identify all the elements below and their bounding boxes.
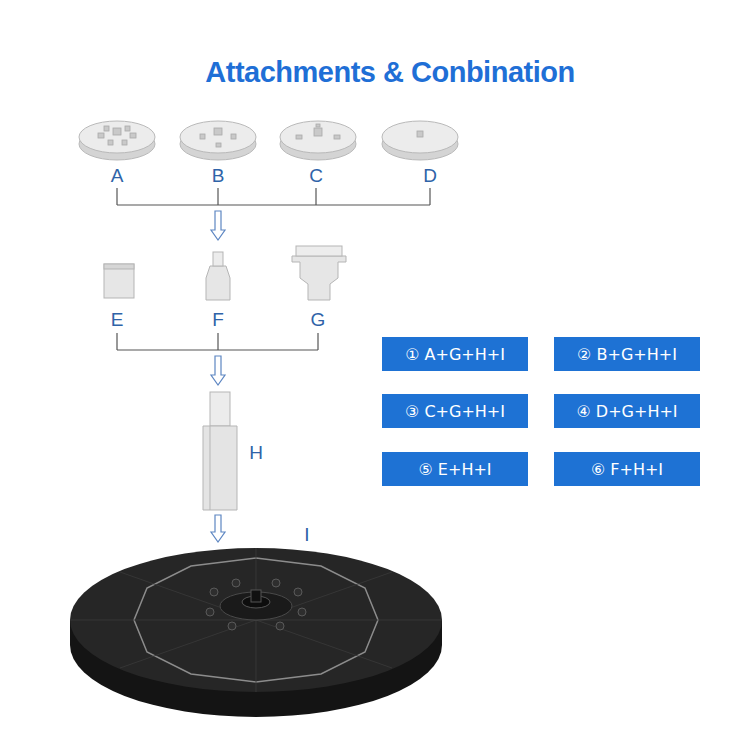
part-letter: F bbox=[212, 309, 224, 331]
hollow-arrow bbox=[211, 356, 225, 385]
part-letter: E bbox=[111, 309, 124, 331]
combination-box: ③ C+G+H+I bbox=[382, 394, 528, 428]
part-letter: A bbox=[111, 165, 124, 187]
combination-text: ② B+G+H+I bbox=[577, 345, 677, 364]
part-letter: G bbox=[311, 309, 326, 331]
nozzle-discs bbox=[79, 121, 458, 160]
combination-text: ⑥ F+H+I bbox=[591, 460, 663, 479]
connector-pieces bbox=[104, 246, 346, 300]
hollow-arrow bbox=[211, 211, 225, 240]
combination-text: ⑤ E+H+I bbox=[418, 460, 491, 479]
part-letter: I bbox=[304, 524, 309, 546]
diagram-title: Attachments & Conbination bbox=[205, 56, 574, 89]
combination-box: ⑥ F+H+I bbox=[554, 452, 700, 486]
hollow-arrow bbox=[211, 515, 225, 542]
part-letter: C bbox=[309, 165, 323, 187]
combination-box: ① A+G+H+I bbox=[382, 337, 528, 371]
part-letter: B bbox=[212, 165, 225, 187]
extension-tube bbox=[203, 392, 237, 510]
combination-text: ③ C+G+H+I bbox=[405, 402, 505, 421]
bracket-line bbox=[117, 188, 430, 205]
combination-text: ① A+G+H+I bbox=[405, 345, 505, 364]
combination-text: ④ D+G+H+I bbox=[576, 402, 677, 421]
bracket-line bbox=[117, 333, 318, 350]
combination-box: ⑤ E+H+I bbox=[382, 452, 528, 486]
part-letter: H bbox=[249, 442, 263, 464]
combination-box: ④ D+G+H+I bbox=[554, 394, 700, 428]
combination-box: ② B+G+H+I bbox=[554, 337, 700, 371]
part-letter: D bbox=[423, 165, 437, 187]
solar-panel bbox=[70, 548, 442, 717]
